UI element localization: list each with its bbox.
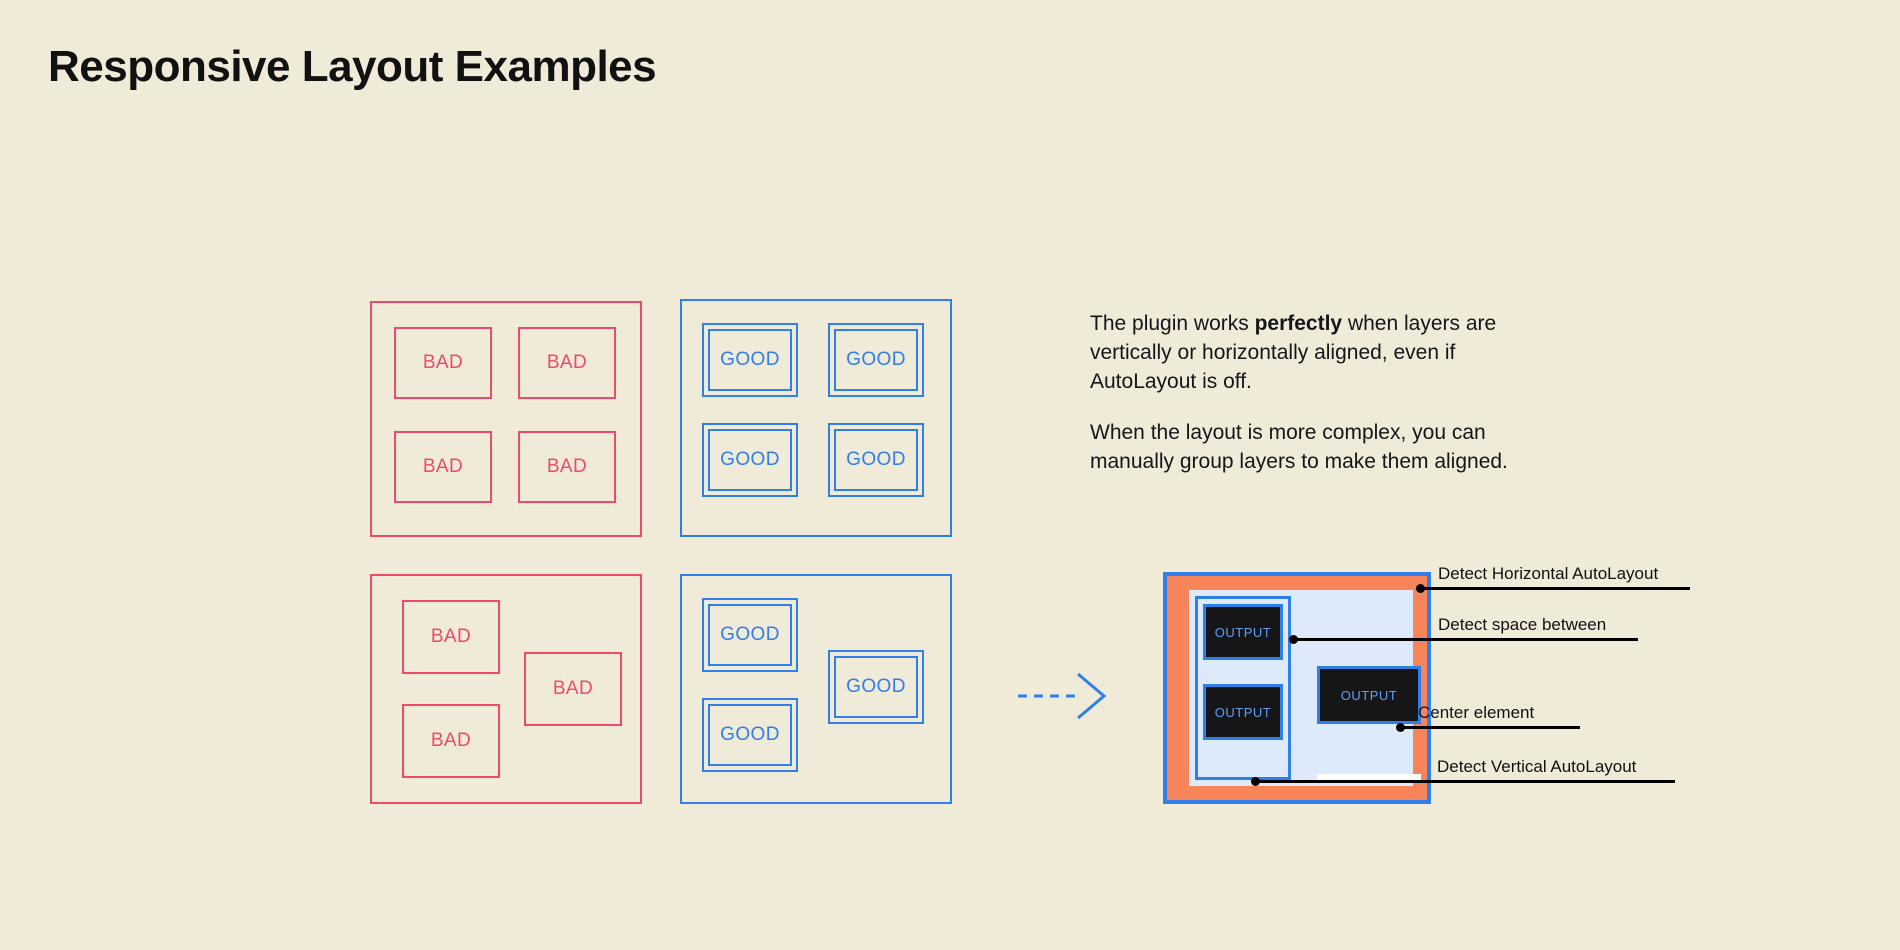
cell-label: BAD (430, 626, 472, 647)
paragraph1-text-before-bold: The plugin works (1090, 312, 1255, 335)
cell-label: GOOD (834, 329, 918, 391)
output-label: OUTPUT (1214, 624, 1272, 640)
detail-mockup: OUTPUT OUTPUT OUTPUT (1163, 572, 1431, 804)
paragraph1-text-after-bold: when layers are vertically or horizontal… (1090, 312, 1497, 393)
description-paragraph-1: The plugin works perfectly when layers a… (1090, 310, 1560, 397)
good-cell: GOOD (828, 323, 924, 397)
good-cell: GOOD (702, 323, 798, 397)
mockup-content-panel: OUTPUT OUTPUT OUTPUT (1189, 590, 1421, 786)
mockup-bottom-bar (1317, 774, 1421, 782)
bad-cell: BAD (394, 327, 492, 399)
annotation-label: Center element (1418, 703, 1535, 722)
cell-label: GOOD (708, 604, 792, 666)
annotation-line (1400, 726, 1580, 729)
dashed-right-arrow-icon (1018, 672, 1108, 720)
bad-cell: BAD (524, 652, 622, 726)
cell-label: GOOD (834, 429, 918, 491)
cell-label: BAD (430, 730, 472, 751)
annotation-line (1255, 780, 1675, 783)
good-cell: GOOD (828, 650, 924, 724)
cell-label: GOOD (708, 429, 792, 491)
bad-cell: BAD (402, 704, 500, 778)
output-box: OUTPUT (1203, 684, 1283, 740)
cell-label: BAD (546, 456, 588, 477)
page-title: Responsive Layout Examples (48, 42, 657, 91)
annotation-line (1293, 638, 1638, 641)
good-cell: GOOD (702, 598, 798, 672)
cell-label: BAD (552, 678, 594, 699)
cell-label: BAD (422, 352, 464, 373)
annotation-label: Detect Vertical AutoLayout (1437, 757, 1637, 776)
cell-label: GOOD (708, 329, 792, 391)
bad-grid-panel: BAD BAD BAD BAD (370, 301, 642, 537)
good-cell: GOOD (702, 698, 798, 772)
output-box: OUTPUT (1317, 666, 1421, 724)
output-label: OUTPUT (1214, 704, 1272, 720)
description-paragraph-2: When the layout is more complex, you can… (1090, 420, 1508, 473)
output-label: OUTPUT (1340, 687, 1398, 703)
good-grid-panel: GOOD GOOD GOOD GOOD (680, 299, 952, 537)
bad-cell: BAD (518, 327, 616, 399)
cell-label: BAD (546, 352, 588, 373)
annotation-label: Detect Horizontal AutoLayout (1438, 564, 1659, 583)
cell-label: GOOD (708, 704, 792, 766)
paragraph1-bold-word: perfectly (1254, 312, 1343, 335)
cell-label: GOOD (834, 656, 918, 718)
mockup-left-column: OUTPUT OUTPUT (1195, 596, 1291, 780)
good-cell: GOOD (702, 423, 798, 497)
output-box: OUTPUT (1203, 604, 1283, 660)
good-complex-panel: GOOD GOOD GOOD (680, 574, 952, 804)
annotation-label: Detect space between (1438, 615, 1607, 634)
bad-cell: BAD (394, 431, 492, 503)
good-cell: GOOD (828, 423, 924, 497)
annotation-line (1420, 587, 1690, 590)
description-block: The plugin works perfectly when layers a… (1090, 310, 1560, 477)
bad-complex-panel: BAD BAD BAD (370, 574, 642, 804)
bad-cell: BAD (402, 600, 500, 674)
bad-cell: BAD (518, 431, 616, 503)
cell-label: BAD (422, 456, 464, 477)
